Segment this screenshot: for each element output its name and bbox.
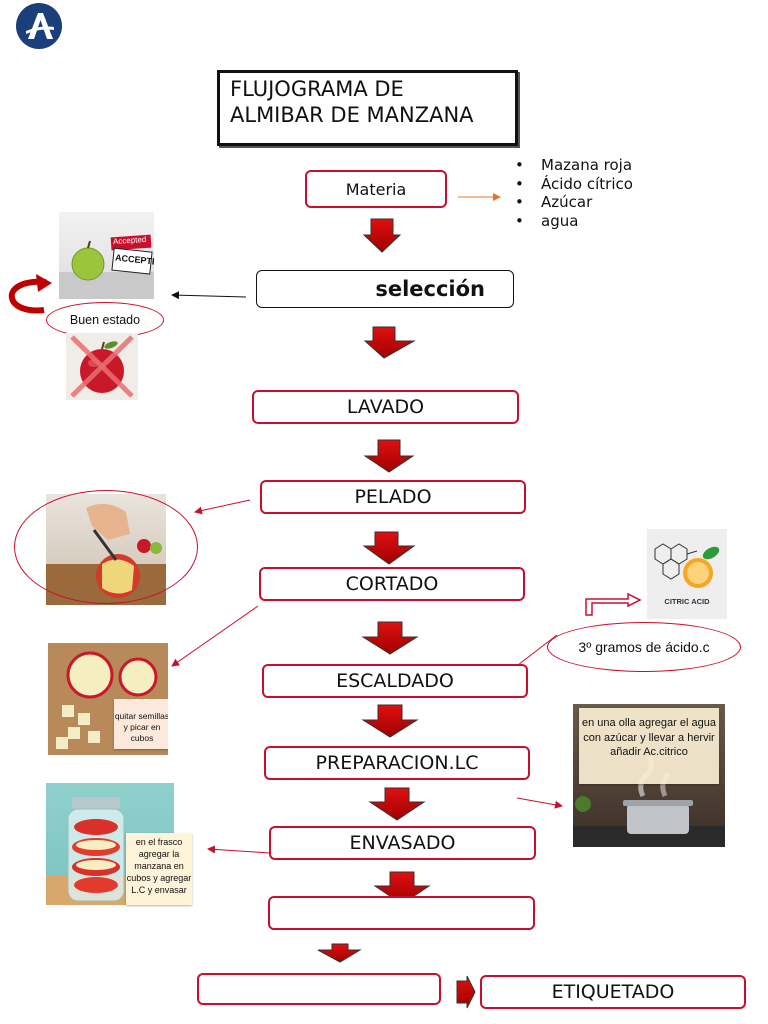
step-etiquetado-label: ETIQUETADO <box>551 981 675 1003</box>
step-lavado-label: LAVADO <box>346 396 425 418</box>
step-materia: Materia <box>305 170 447 208</box>
step-lavado: LAVADO <box>252 390 519 424</box>
logo-mark-icon <box>26 13 54 39</box>
jar-note-text: en el frasco agregar la manzana en cubos… <box>126 837 192 895</box>
title-line-2: ALMIBAR DE MANZANA <box>230 103 474 127</box>
connector-arrow <box>171 291 247 300</box>
step-envasado: ENVASADO <box>269 826 536 860</box>
connector-arrow <box>516 797 563 809</box>
connector-arrow <box>171 605 259 667</box>
pot-note-text: en una olla agregar el agua con azúcar y… <box>582 717 716 758</box>
step-escaldado-label: ESCALDADO <box>336 670 454 692</box>
step-pelado-label: PELADO <box>354 486 432 508</box>
down-arrow-icon <box>361 704 419 738</box>
down-arrow-icon <box>361 621 419 655</box>
rejected-apple-image <box>66 333 138 400</box>
citric-acid-image: CITRIC ACID <box>647 529 727 619</box>
title-line-1: FLUJOGRAMA DE <box>230 77 404 101</box>
down-arrow-icon <box>362 218 402 253</box>
step-cortado-label: CORTADO <box>345 573 439 595</box>
cut-note-card <box>114 699 168 749</box>
cut-note-text: quitar semillas y picar en cubos <box>114 711 168 743</box>
pot-note-card <box>579 708 719 784</box>
step-pelado: PELADO <box>260 480 526 514</box>
diagram-title: FLUJOGRAMA DE ALMIBAR DE MANZANA <box>217 70 518 146</box>
ingredient-item: Ácido cítrico <box>515 175 633 194</box>
ingredient-item: agua <box>515 212 633 231</box>
connector-arrow <box>194 499 251 515</box>
connector-arrow <box>207 845 271 854</box>
right-arrow-icon <box>456 975 476 1009</box>
acid-amount-oval: 3º gramos de ácido.c <box>547 622 741 672</box>
down-arrow-icon <box>362 531 416 565</box>
step-materia-label: Materia <box>345 179 407 199</box>
step-seleccion: selección <box>256 270 514 308</box>
acid-amount-label: 3º gramos de ácido.c <box>578 639 710 655</box>
step-blank-1 <box>268 896 535 930</box>
citric-acid-label: CITRIC ACID <box>664 597 710 606</box>
accepted-apple-image: Accepted ACCEPTED <box>59 212 154 299</box>
step-preparacion-label: PREPARACION.LC <box>315 752 479 774</box>
ingredient-item: Mazana roja <box>515 156 633 175</box>
down-arrow-icon <box>363 439 415 473</box>
cut-apple-image: quitar semillas y picar en cubos <box>48 643 168 755</box>
step-cortado: CORTADO <box>259 567 525 601</box>
down-arrow-icon <box>317 943 362 963</box>
down-arrow-icon <box>363 326 416 359</box>
step-seleccion-label: selección <box>375 277 485 301</box>
down-arrow-icon <box>368 787 426 821</box>
step-preparacion: PREPARACION.LC <box>264 746 530 780</box>
ingredient-item: Azúcar <box>515 193 633 212</box>
step-escaldado: ESCALDADO <box>262 664 528 698</box>
step-etiquetado: ETIQUETADO <box>480 975 746 1009</box>
pot-image <box>573 704 725 847</box>
step-blank-2 <box>197 973 441 1005</box>
jar-note-card <box>126 833 192 905</box>
bent-arrow-icon <box>585 592 642 616</box>
peeling-highlight-oval <box>14 490 198 604</box>
down-arrow-icon <box>373 871 431 905</box>
curved-arrow-icon <box>8 278 47 314</box>
ingredient-list: Mazana roja Ácido cítrico Azúcar agua <box>515 156 633 230</box>
buen-estado-label: Buen estado <box>69 313 141 327</box>
logo <box>16 3 62 49</box>
step-envasado-label: ENVASADO <box>349 832 456 854</box>
